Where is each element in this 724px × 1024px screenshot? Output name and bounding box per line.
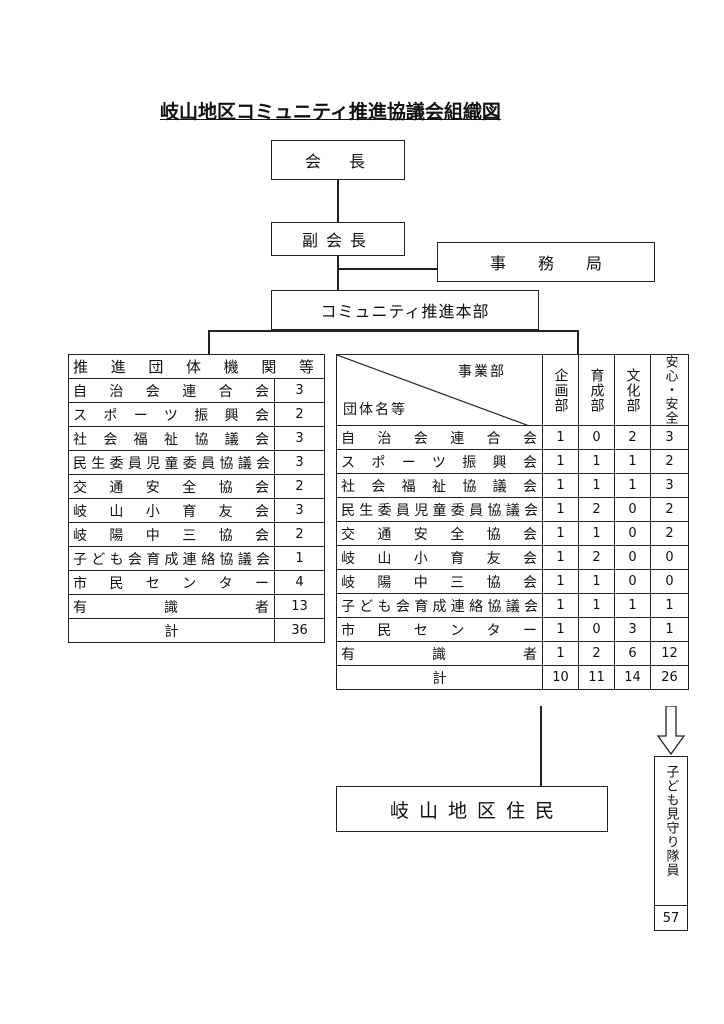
down-arrow-icon	[656, 706, 686, 756]
connector-residents	[540, 706, 542, 786]
headquarters-box: コミュニティ推進本部	[271, 290, 539, 330]
child-patrol-count-box: 57	[654, 905, 688, 931]
vice-chairman-label: 副会長	[301, 231, 374, 250]
col-header-safety: 安心・安全部	[650, 354, 689, 426]
col-header-planning: 企画部	[542, 354, 579, 426]
residents-box: 岐山地区住民	[336, 786, 608, 832]
left-table-header: 推進団体機関等	[67, 354, 326, 379]
connector-vice-hq	[337, 256, 339, 290]
col-header-youth: 育成部	[578, 354, 615, 426]
secretariat-box: 事 務 局	[437, 242, 655, 282]
child-patrol-label: 子ども見守り隊員	[663, 765, 679, 877]
connector-secretariat	[337, 268, 437, 270]
chairman-box: 会 長	[271, 140, 405, 180]
child-patrol-count: 57	[662, 910, 680, 926]
vice-chairman-box: 副会長	[271, 222, 405, 256]
residents-label: 岐山地区住民	[389, 799, 564, 822]
child-patrol-box: 子ども見守り隊員	[654, 756, 688, 906]
right-table-corner-header: 事業部 団体名等	[336, 354, 543, 426]
connector-chair-vice	[337, 180, 339, 222]
headquarters-label: コミュニティ推進本部	[320, 302, 490, 321]
page-title: 岐山地区コミュニティ推進協議会組織図	[160, 101, 501, 123]
secretariat-label: 事 務 局	[489, 254, 602, 273]
connector-hq-branch	[208, 330, 578, 332]
group-header-label: 団体名等	[343, 402, 407, 418]
diagonal-divider	[337, 355, 528, 425]
col-header-culture: 文化部	[614, 354, 651, 426]
chairman-label: 会 長	[304, 152, 371, 171]
department-header-label: 事業部	[458, 364, 506, 380]
connector-right-table	[577, 330, 579, 354]
connector-left-table	[208, 330, 210, 354]
